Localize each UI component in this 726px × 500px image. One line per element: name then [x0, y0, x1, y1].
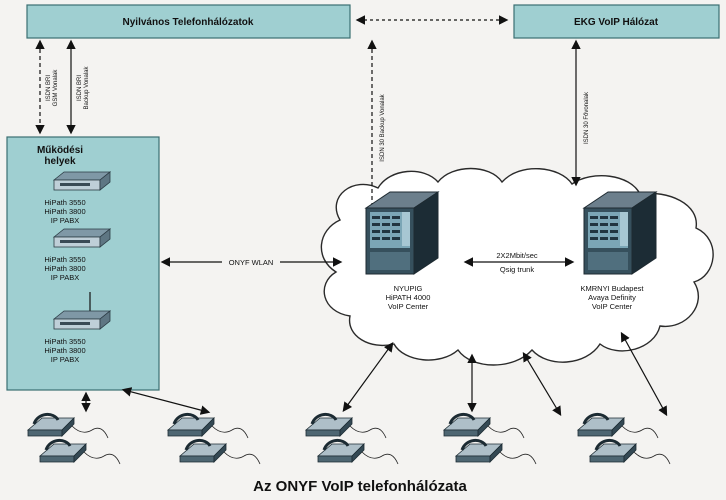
wlan-label: ONYF WLAN: [229, 258, 274, 267]
diagram-caption: Az ONYF VoIP telefonhálózata: [253, 478, 467, 495]
pabx-2-line1: HiPath 3550: [44, 255, 85, 264]
phone-link-5: [522, 351, 562, 417]
public-network-box: Nyilvános Telefonhálózatok: [26, 4, 351, 39]
ekg-voip-box: EKG VoIP Hálózat: [513, 4, 720, 39]
isdn-bri-backup-label-1: ISDN BRI: [77, 75, 83, 101]
telephone-icon: [304, 412, 388, 440]
pabx-2-line2: HiPath 3800: [44, 264, 85, 273]
server-right-line3: VoIP Center: [592, 302, 633, 311]
telephone-icon: [442, 412, 526, 440]
phone-link-2: [121, 387, 211, 415]
ekg-voip-label: EKG VoIP Hálózat: [574, 17, 659, 28]
telephone-icon: [178, 438, 262, 466]
telephone-icon: [166, 412, 250, 440]
server-left-line3: VoIP Center: [388, 302, 429, 311]
pabx-icon: [53, 228, 111, 248]
server-left-line1: NYUPIG: [394, 284, 423, 293]
trunk-label-2: Qsig trunk: [500, 265, 534, 274]
pabx-icon: [53, 310, 111, 330]
public-network-label: Nyilvános Telefonhálózatok: [123, 17, 254, 28]
telephone-icon: [26, 412, 110, 440]
server-right-line1: KMRNYI Budapest: [581, 284, 645, 293]
sites-title-line2: helyek: [44, 156, 76, 167]
telephone-icon: [588, 438, 672, 466]
pabx-1-line1: HiPath 3550: [44, 198, 85, 207]
pabx-2-line3: IP PABX: [51, 273, 80, 282]
pabx-3-line3: IP PABX: [51, 355, 80, 364]
phone-link-6: [620, 331, 668, 417]
sites-box: Működési helyek: [6, 136, 160, 391]
pabx-3-line2: HiPath 3800: [44, 346, 85, 355]
isdn30-backup-label: ISDN 30 Backup Vonalak: [380, 93, 386, 161]
wlan-label-bg: [222, 255, 280, 268]
pabx-1-line3: IP PABX: [51, 216, 80, 225]
server-icon: [583, 191, 657, 275]
pabx-1-line2: HiPath 3800: [44, 207, 85, 216]
server-right-line2: Avaya Definity: [588, 293, 636, 302]
pabx-3-line1: HiPath 3550: [44, 337, 85, 346]
phone-link-3: [342, 342, 394, 412]
telephone-icon: [576, 412, 660, 440]
telephone-icon: [316, 438, 400, 466]
sites-title-line1: Működési: [37, 145, 83, 156]
isdn-bri-gsm-label-2: GSM Vonalak: [53, 69, 59, 107]
isdn-bri-backup-label-2: Backup Vonalak: [84, 65, 90, 109]
telephone-icon: [454, 438, 538, 466]
trunk-label-1: 2X2Mbit/sec: [496, 251, 538, 260]
isdn30-primary-label: ISDN 30 Fővonalak: [584, 91, 590, 144]
server-icon: [365, 191, 439, 275]
server-left-line2: HiPATH 4000: [386, 293, 431, 302]
pabx-icon: [53, 171, 111, 191]
telephone-icon: [38, 438, 122, 466]
isdn-bri-gsm-label-1: ISDN BRI: [46, 75, 52, 101]
